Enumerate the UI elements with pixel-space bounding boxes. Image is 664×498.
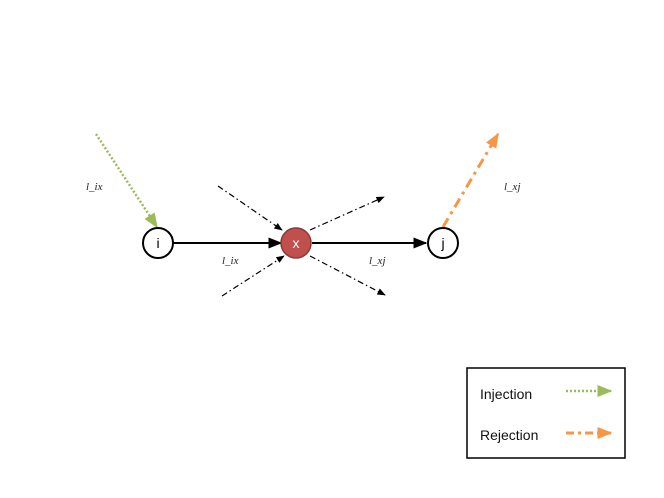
node-i-label: i — [156, 235, 159, 251]
outgoing-flow-lower-arrow — [309, 255, 386, 296]
incoming-flow-lower-arrow — [221, 255, 285, 297]
node-j: j — [427, 227, 459, 259]
edge-ix-label: l_ix — [222, 255, 239, 267]
injection-arrow — [94, 133, 159, 229]
node-j-label: j — [440, 235, 444, 251]
edge-xj-label: l_xj — [369, 255, 386, 267]
rejection-arrow — [441, 132, 500, 228]
outgoing-flow-upper-arrow — [309, 196, 385, 231]
node-x: x — [280, 227, 312, 259]
injection-flow-label: l_ix — [86, 181, 103, 193]
node-x-label: x — [293, 235, 300, 251]
legend-injection-label: Injection — [480, 386, 532, 402]
legend-box: Injection Rejection — [466, 367, 626, 459]
incoming-flow-upper-arrow — [217, 185, 283, 231]
rejection-flow-label: l_xj — [504, 181, 521, 193]
node-i: i — [142, 227, 174, 259]
legend-rejection-label: Rejection — [480, 427, 538, 443]
